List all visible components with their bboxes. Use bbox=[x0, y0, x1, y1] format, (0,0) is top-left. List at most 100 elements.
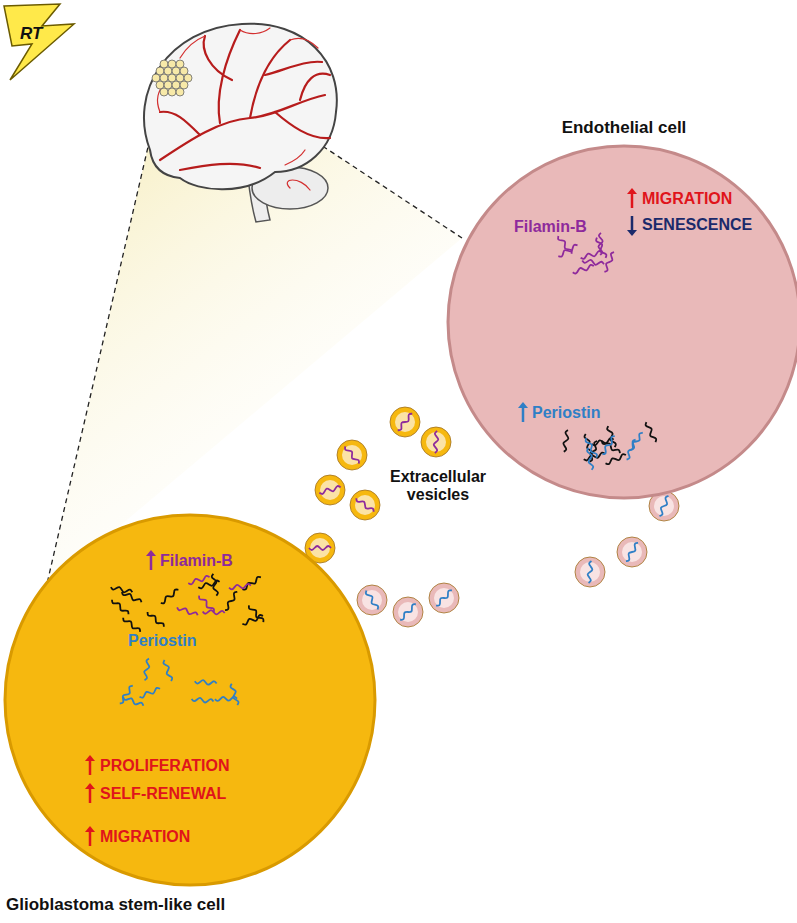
vesicle-lumen bbox=[362, 590, 382, 610]
rna-strand bbox=[558, 236, 572, 254]
rna-strand bbox=[586, 438, 597, 458]
rna-strand bbox=[177, 607, 197, 615]
radiation-label: RT bbox=[20, 24, 42, 44]
vesicle-label: Extracellular vesicles bbox=[386, 468, 490, 505]
rna-strand bbox=[606, 454, 626, 464]
change-arrow bbox=[89, 788, 92, 803]
cargo-rna bbox=[356, 498, 373, 512]
cargo-rna bbox=[345, 446, 359, 463]
cell: Endothelial cellMIGRATION SENESCENCE Filam… bbox=[446, 112, 797, 512]
rna-strand bbox=[598, 233, 602, 255]
vesicle-lumen bbox=[426, 432, 446, 452]
rna-strand bbox=[140, 688, 161, 698]
cargo-rna bbox=[659, 496, 668, 516]
vesicle bbox=[357, 585, 387, 615]
cargo-rna bbox=[400, 604, 416, 620]
cargo-rna bbox=[436, 590, 452, 605]
rna-strand bbox=[163, 660, 172, 681]
rna-strand bbox=[195, 680, 217, 685]
rna-strand bbox=[148, 612, 164, 627]
rna-strand bbox=[573, 265, 594, 274]
cargo-rna bbox=[309, 546, 331, 550]
rna-strand bbox=[604, 252, 614, 272]
vesicle bbox=[575, 557, 605, 587]
vesicle bbox=[617, 537, 647, 567]
rna-strand bbox=[563, 430, 568, 452]
cell-label: Periostin bbox=[128, 632, 196, 650]
rna-strand bbox=[144, 659, 149, 681]
vesicle bbox=[393, 597, 423, 627]
rna-strand bbox=[192, 698, 214, 703]
change-arrowhead bbox=[518, 402, 528, 408]
change-arrow bbox=[89, 760, 92, 775]
rna-strand bbox=[249, 605, 264, 622]
vesicle bbox=[421, 427, 451, 457]
rna-strand bbox=[230, 684, 238, 705]
cell-label: MIGRATION bbox=[100, 828, 190, 846]
cell-membrane bbox=[448, 146, 797, 498]
change-arrowhead bbox=[146, 550, 156, 556]
vesicle-lumen bbox=[355, 495, 375, 515]
rna-strand bbox=[229, 584, 251, 590]
vesicle-lumen bbox=[580, 562, 600, 582]
change-arrow bbox=[89, 831, 92, 846]
rna-strand bbox=[161, 589, 179, 603]
rna-strand bbox=[199, 596, 214, 612]
cell-label: PROLIFERATION bbox=[100, 757, 229, 775]
cargo-rna bbox=[319, 486, 340, 494]
cargo-rna bbox=[434, 431, 439, 453]
cell-outline bbox=[446, 112, 797, 512]
rna-strand bbox=[242, 615, 263, 625]
cell: Filamin-BPeriostinPROLIFERATIONSELF-RENE… bbox=[0, 505, 400, 923]
radiation-bolt bbox=[4, 4, 74, 80]
change-arrowhead bbox=[627, 188, 637, 194]
rna-strand bbox=[112, 600, 128, 615]
cell-label: SENESCENCE bbox=[642, 216, 752, 234]
vesicle-lumen bbox=[320, 480, 340, 500]
brain bbox=[144, 24, 337, 222]
cell-label: Periostin bbox=[532, 404, 600, 422]
cell-label: SELF-RENEWAL bbox=[100, 785, 226, 803]
cell-membrane bbox=[5, 515, 375, 885]
vesicle-lumen bbox=[398, 602, 418, 622]
rna-strand bbox=[123, 697, 143, 706]
vesicle-lumen bbox=[310, 538, 330, 558]
vesicle-lumen bbox=[622, 542, 642, 562]
cell-label: MIGRATION bbox=[642, 190, 732, 208]
cell-title: Glioblastoma stem-like cell bbox=[6, 895, 225, 915]
zoom-line bbox=[46, 95, 160, 588]
change-arrowhead bbox=[85, 783, 95, 789]
change-arrowhead bbox=[85, 826, 95, 832]
rna-strand bbox=[123, 618, 140, 632]
cargo-rna bbox=[398, 414, 413, 431]
vesicle bbox=[390, 407, 420, 437]
vesicle-lumen bbox=[342, 445, 362, 465]
cell-title: Endothelial cell bbox=[562, 118, 687, 138]
cargo-rna bbox=[588, 561, 593, 583]
rna-strand bbox=[581, 251, 602, 259]
change-arrowhead bbox=[627, 230, 637, 236]
rna-strand bbox=[646, 422, 657, 442]
cargo-rna bbox=[626, 543, 638, 561]
rna-strand bbox=[582, 260, 604, 265]
rna-strand bbox=[111, 587, 132, 592]
rna-strand bbox=[629, 433, 642, 450]
change-arrow bbox=[631, 216, 634, 231]
cargo-rna bbox=[366, 591, 378, 610]
cell-label: Filamin-B bbox=[514, 218, 587, 236]
rna-strand bbox=[188, 576, 209, 584]
rna-strand bbox=[602, 436, 614, 454]
vesicle-group bbox=[357, 491, 679, 627]
rna-strand bbox=[122, 592, 141, 602]
vesicle bbox=[337, 440, 367, 470]
rna-strand bbox=[120, 686, 133, 704]
vesicle-lumen bbox=[654, 496, 674, 516]
vesicle bbox=[315, 475, 345, 505]
vesicle bbox=[350, 490, 380, 520]
change-arrowhead bbox=[85, 755, 95, 761]
rna-strand bbox=[225, 592, 237, 610]
vesicle-lumen bbox=[395, 412, 415, 432]
vesicle bbox=[429, 583, 459, 613]
rna-strand bbox=[558, 245, 577, 257]
